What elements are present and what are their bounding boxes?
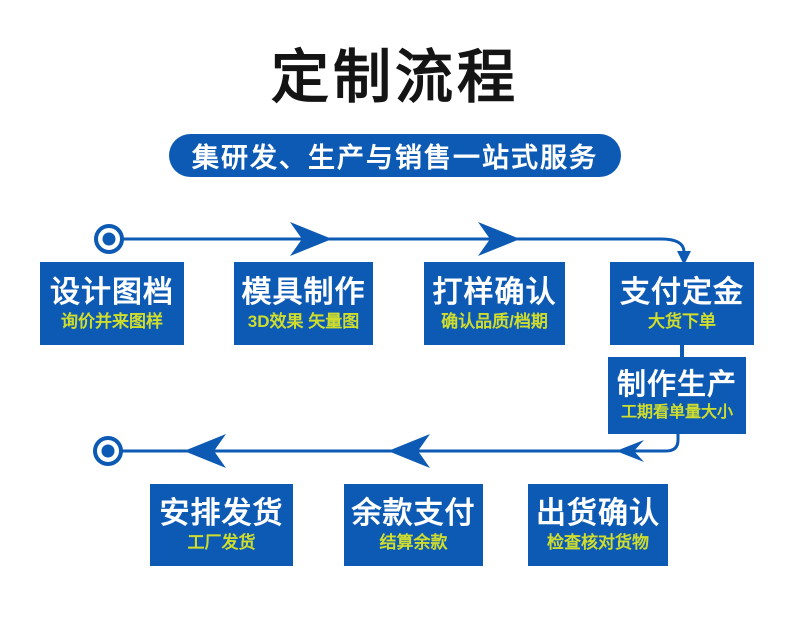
page-title: 定制流程 [270,45,519,110]
arrow-left-small-icon [616,440,644,462]
step-title: 制作生产 [616,368,737,401]
step-subtitle: 检查核对货物 [547,533,649,552]
bottom-flow-line [121,434,680,453]
step-subtitle: 询价并来图样 [61,311,163,331]
arrow-right-icon [478,222,520,256]
banner-text: 集研发、生产与销售一站式服务 [192,143,598,173]
step-box-sample: 打样确认 确认品质/档期 [424,262,565,345]
banner-pill: 集研发、生产与销售一站式服务 [169,134,621,177]
step-title: 模具制作 [241,275,366,309]
step-title: 支付定金 [620,275,744,309]
step-title: 打样确认 [432,275,557,309]
arrow-down-icon [677,251,691,265]
flow-start-icon [94,224,124,254]
top-flow-line [122,237,686,253]
step-title: 安排发货 [159,497,284,530]
step-subtitle: 工期看单量大小 [620,403,733,421]
step-subtitle: 工厂发货 [187,533,256,552]
step-subtitle: 大货下单 [648,311,716,331]
step-subtitle: 确认品质/档期 [441,311,548,331]
step-box-production: 制作生产 工期看单量大小 [608,357,746,434]
flow-end-icon [93,436,123,466]
step-box-outgoing-check: 出货确认 检查核对货物 [528,484,668,566]
step-box-deposit: 支付定金 大货下单 [610,262,754,345]
arrow-left-icon [388,434,430,468]
step-box-design: 设计图档 询价并来图样 [40,262,184,345]
step-title: 设计图档 [50,275,174,309]
step-subtitle: 3D效果 矢量图 [247,311,360,331]
step-title: 出货确认 [536,497,660,530]
arrow-right-icon [290,222,332,256]
step-subtitle: 结算余款 [379,533,448,552]
step-box-balance-payment: 余款支付 结算余款 [344,484,483,566]
arrow-left-icon [184,434,226,468]
step-title: 余款支付 [351,497,476,530]
step-box-shipping: 安排发货 工厂发货 [150,484,293,566]
step-box-mold: 模具制作 3D效果 矢量图 [234,262,373,345]
